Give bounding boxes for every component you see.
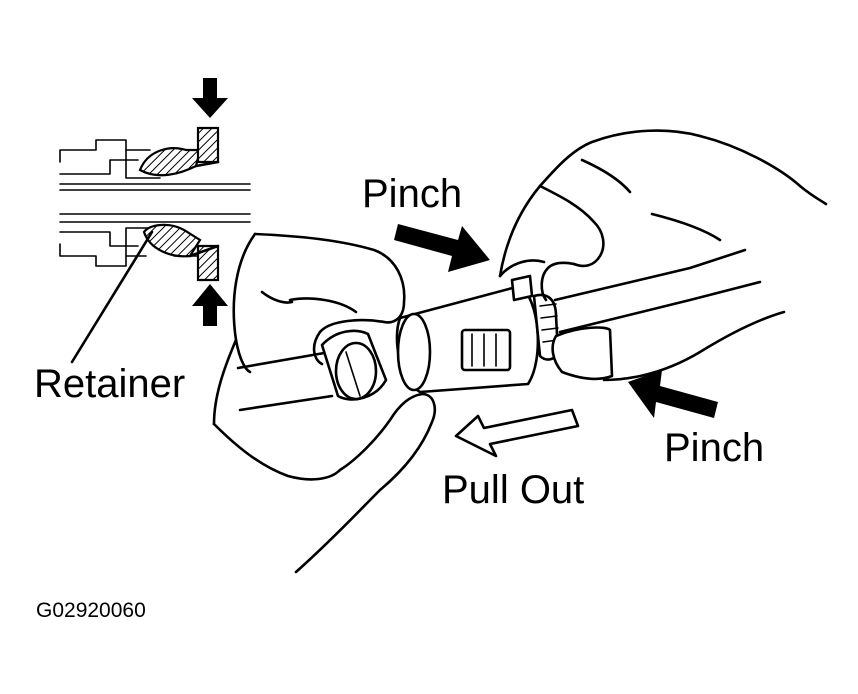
quick-connector (320, 274, 560, 401)
retainer-upper-hatch (138, 147, 202, 177)
inset-up-arrow-icon (192, 284, 228, 326)
retainer-lower-hatch (142, 223, 202, 258)
figure-code: G02920060 (36, 599, 146, 622)
tab-lower-hatch (196, 244, 220, 282)
fuel-pipe (236, 248, 762, 412)
tab-upper-hatch (196, 126, 220, 164)
left-hand (212, 232, 436, 574)
retainer-label: Retainer (34, 362, 186, 406)
pull-out-arrow-icon (454, 408, 580, 458)
retainer-leader-line (70, 230, 154, 364)
pinch-right-label: Pinch (664, 426, 765, 470)
inset-down-arrow-icon (192, 78, 228, 118)
pinch-top-arrow-icon (394, 224, 490, 272)
pinch-right-arrow-icon (628, 370, 718, 418)
pinch-top-label: Pinch (362, 172, 463, 216)
right-hand (498, 129, 828, 382)
pull-out-label: Pull Out (442, 468, 585, 512)
cross-section-inset (59, 78, 251, 326)
